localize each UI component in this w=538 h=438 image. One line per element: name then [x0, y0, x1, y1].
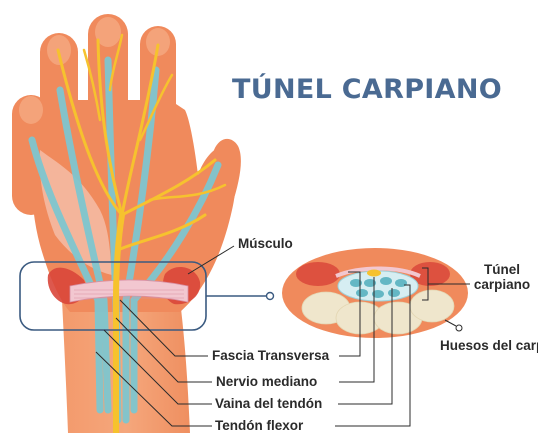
label-tendon-flexor: Tendón flexor	[215, 418, 303, 433]
label-huesos-del-carpo: Huesos del carpo	[440, 338, 538, 353]
label-tunel-carpiano: Túnel carpiano	[470, 262, 534, 292]
section-muscle-left	[296, 262, 340, 286]
label-musculo: Músculo	[238, 236, 293, 251]
huesos-leader-dot	[456, 325, 462, 331]
label-fascia-transversa: Fascia Transversa	[212, 348, 329, 363]
label-tunel-line2: carpiano	[470, 277, 534, 292]
hand-illustration	[12, 14, 241, 433]
label-nervio-mediano: Nervio mediano	[216, 374, 317, 389]
section-median-nerve	[367, 270, 381, 277]
callout-dot	[267, 293, 274, 300]
diagram-title: TÚNEL CARPIANO	[232, 74, 502, 105]
label-vaina-del-tendon: Vaina del tendón	[215, 396, 322, 411]
cross-section	[282, 248, 468, 338]
label-tunel-line1: Túnel	[470, 262, 534, 277]
